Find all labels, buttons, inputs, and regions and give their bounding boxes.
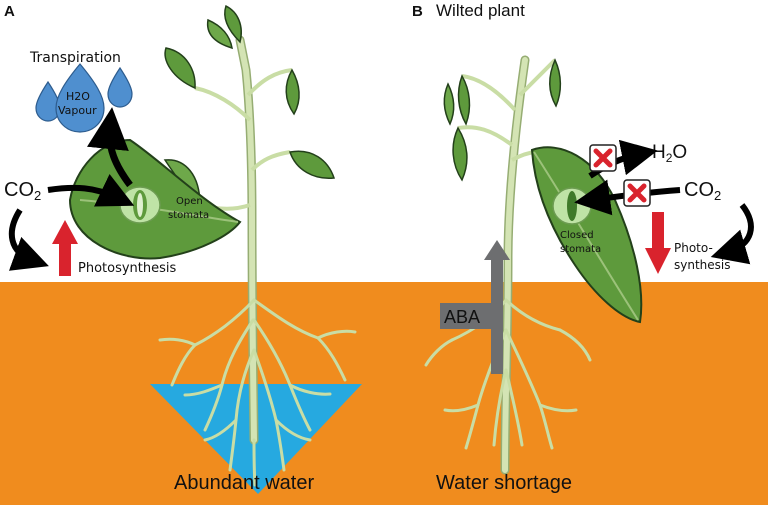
water-shortage-label: Water shortage <box>436 472 572 494</box>
leaf <box>289 150 336 179</box>
aba-arrow <box>440 240 510 374</box>
vapour-label-line1: H2O <box>66 90 90 103</box>
open-stomata-line1: Open <box>176 196 203 207</box>
photosynthesis-up-arrow <box>52 220 78 276</box>
plant-b-roots <box>424 298 592 450</box>
blocked-icon <box>623 179 651 207</box>
co2-curve-arrow-a <box>8 208 49 271</box>
co2-label-b: CO2 <box>684 179 721 203</box>
abundant-water-label: Abundant water <box>174 472 314 494</box>
panel-a-letter: A <box>4 3 15 20</box>
photo-label-line2: synthesis <box>674 258 731 272</box>
leaf <box>457 74 471 126</box>
co2-curve-arrow-b <box>710 203 754 265</box>
vapour-label-line2: Vapour <box>58 104 97 117</box>
leaf <box>443 82 455 126</box>
h2o-label: H2O <box>652 142 687 165</box>
photosynthesis-down-arrow <box>645 212 671 274</box>
vapour-drops <box>35 63 133 133</box>
panel-b-letter: B <box>412 3 423 20</box>
leaf <box>452 126 468 182</box>
leaf <box>206 18 233 50</box>
closed-stomata <box>552 187 592 225</box>
leaf <box>549 58 562 108</box>
co2-label-a: CO2 <box>4 179 41 203</box>
open-stomata-line2: stomata <box>168 210 209 221</box>
closed-stomata-line1: Closed <box>560 230 594 241</box>
co2-in-arrow <box>47 173 135 207</box>
photo-label-line1: Photo- <box>674 241 713 255</box>
open-stomata <box>119 186 161 224</box>
leaf <box>164 47 196 90</box>
soil <box>0 282 768 505</box>
wilted-plant-title: Wilted plant <box>436 1 525 20</box>
transpiration-label: Transpiration <box>29 50 121 66</box>
aba-label: ABA <box>444 307 480 327</box>
plant-a-roots <box>158 298 357 487</box>
photosynthesis-label: Photosynthesis <box>78 261 177 276</box>
closed-stomata-line2: stomata <box>560 244 601 255</box>
leaf <box>285 68 300 116</box>
leaf <box>224 4 242 44</box>
blocked-icon <box>589 144 617 172</box>
